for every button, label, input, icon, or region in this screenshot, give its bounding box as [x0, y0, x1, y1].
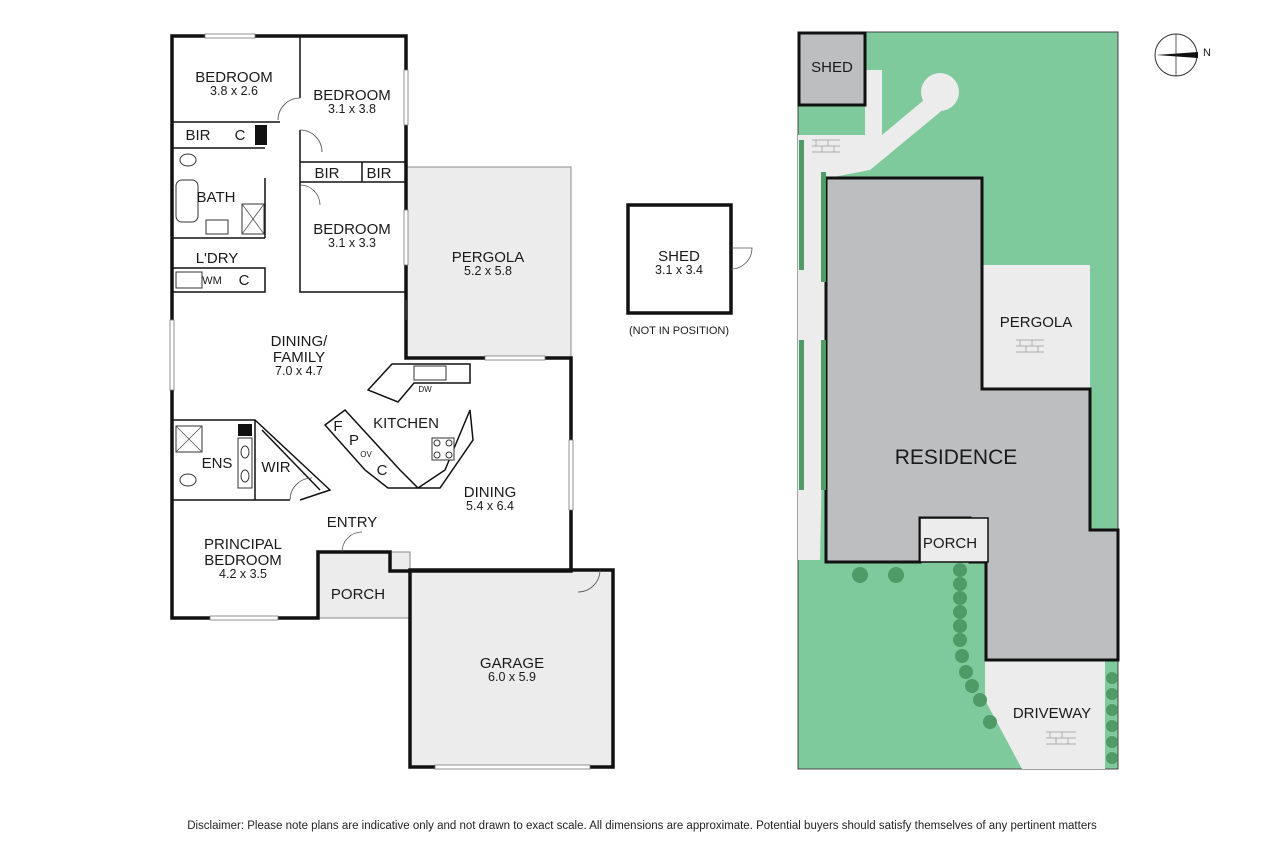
bir-3-label: BIR: [366, 165, 391, 182]
bedroom-3-name: BEDROOM: [313, 221, 391, 238]
interior-walls: [172, 36, 406, 501]
site-shed-label: SHED: [811, 59, 853, 76]
path-turning-circle: [921, 73, 959, 111]
pantry-label: P: [349, 432, 359, 449]
side-path: [798, 70, 945, 560]
site-porch-label: PORCH: [923, 535, 977, 552]
windows: [169, 33, 591, 770]
shed-plan: SHED 3.1 x 3.4 (NOT IN POSITION): [626, 203, 753, 337]
residence-label: RESIDENCE: [895, 446, 1018, 469]
dining-family-size: 7.0 x 4.7: [275, 364, 323, 378]
fence-posts: [799, 140, 826, 490]
driveway-area: [985, 660, 1105, 769]
bedroom-2-size: 3.1 x 3.8: [328, 102, 376, 116]
dining-name: DINING: [464, 484, 517, 501]
disclaimer-text: Disclaimer: Please note plans are indica…: [187, 820, 1097, 832]
shed-note: (NOT IN POSITION): [629, 325, 729, 337]
dining-family-name-1: DINING/: [271, 333, 329, 350]
pergola-size: 5.2 x 5.8: [464, 264, 512, 278]
site-porch-box: [919, 517, 989, 563]
ens-label: ENS: [202, 455, 233, 472]
site-pergola-label: PERGOLA: [1000, 314, 1073, 331]
kitchen-benches: [323, 363, 474, 489]
pergola-name: PERGOLA: [452, 249, 525, 266]
wir-label: WIR: [261, 459, 290, 476]
site-plan: SHED PERGOLA RESIDENCE PORCH DRIVEWAY N: [797, 31, 1211, 770]
dining-size: 5.4 x 6.4: [466, 499, 514, 513]
north-arrow: N: [1154, 33, 1211, 77]
principal-size: 4.2 x 3.5: [219, 567, 267, 581]
bedroom-2-name: BEDROOM: [313, 87, 391, 104]
driveway-label: DRIVEWAY: [1013, 705, 1091, 722]
bedroom-1-name: BEDROOM: [195, 69, 273, 86]
principal-name-1: PRINCIPAL: [204, 536, 282, 553]
bir-1-label: BIR: [185, 127, 210, 144]
porch-area: [317, 551, 411, 619]
wm-label: WM: [202, 275, 222, 287]
doors: [277, 97, 601, 593]
entry-label: ENTRY: [327, 514, 378, 531]
garage-wall: [408, 568, 615, 769]
oven-label: OV: [360, 450, 372, 459]
site-shed: [797, 31, 867, 107]
north-label: N: [1203, 47, 1211, 59]
dw-label: DW: [418, 385, 432, 394]
fridge-label: F: [333, 418, 342, 435]
hedges: [852, 563, 1118, 764]
shed-name: SHED: [658, 248, 700, 265]
bedroom-1-size: 3.8 x 2.6: [210, 84, 258, 98]
shed-size: 3.1 x 3.4: [655, 263, 703, 277]
dining-family-name-2: FAMILY: [273, 349, 325, 366]
wet-area-fixtures: [175, 125, 267, 489]
bedroom-3-size: 3.1 x 3.3: [328, 236, 376, 250]
c-2-label: C: [239, 272, 250, 289]
garage-area: [410, 570, 613, 767]
site-pergola-area: [982, 265, 1090, 389]
principal-name-2: BEDROOM: [204, 552, 282, 569]
floor-plan: BEDROOM 3.8 x 2.6 BEDROOM 3.1 x 3.8 BIR …: [169, 33, 615, 770]
kitchen-label: KITCHEN: [373, 415, 439, 432]
porch-label: PORCH: [331, 586, 385, 603]
bir-2-label: BIR: [314, 165, 339, 182]
paving-symbols: [812, 139, 1076, 745]
garage-name: GARAGE: [480, 655, 544, 672]
bath-label: BATH: [197, 189, 236, 206]
garage-size: 6.0 x 5.9: [488, 670, 536, 684]
laundry-label: L'DRY: [196, 250, 239, 267]
c-1-label: C: [235, 127, 246, 144]
c-3-label: C: [377, 462, 388, 479]
pergola-area: [404, 166, 572, 359]
